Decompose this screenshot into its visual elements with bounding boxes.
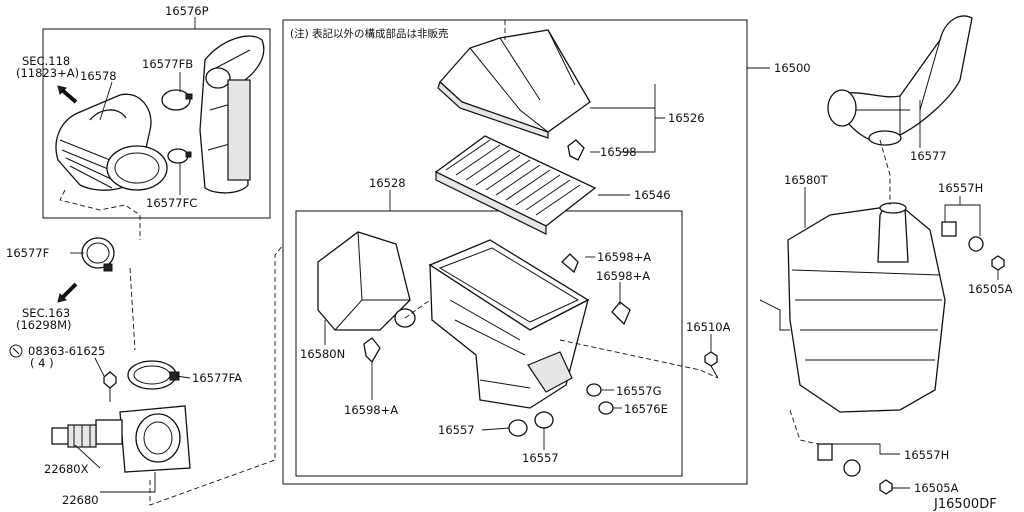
bolt-08363-61625[interactable]: [103, 371, 117, 402]
grommet-16557H-1[interactable]: [941, 221, 984, 252]
label-16598A-1: 16598+A: [597, 250, 651, 264]
label-08363-qty: ( 4 ): [30, 356, 54, 370]
upper-cover-16526[interactable]: [437, 29, 591, 139]
label-16528: 16528: [369, 176, 406, 190]
label-16576E: 16576E: [624, 402, 668, 416]
label-16598A-3: 16598+A: [344, 403, 398, 417]
resonator-16576P[interactable]: [199, 35, 265, 194]
lower-case-16528[interactable]: [428, 239, 590, 409]
label-16505A-1: 16505A: [968, 282, 1013, 296]
grommet-16557-1[interactable]: [508, 419, 528, 437]
label-16598: 16598: [600, 145, 637, 159]
label-16546: 16546: [634, 188, 671, 202]
sensor-22680X[interactable]: [51, 424, 97, 448]
clip-16598A-2[interactable]: [611, 301, 631, 326]
label-16577FA: 16577FA: [192, 371, 242, 385]
leader-lines: [70, 17, 999, 493]
resonator-16580N[interactable]: [317, 231, 416, 331]
label-16578: 16578: [80, 69, 117, 83]
label-16557G: 16557G: [616, 384, 662, 398]
label-16557H-2: 16557H: [904, 448, 949, 462]
grommet-16557G[interactable]: [586, 383, 602, 397]
dashed-connection-lines: [59, 20, 891, 506]
label-16557-2: 16557: [522, 451, 559, 465]
label-16580N: 16580N: [300, 347, 345, 361]
clip-16598A-3[interactable]: [363, 337, 381, 364]
clamp-16577F[interactable]: [81, 237, 115, 272]
frames: [42, 19, 748, 485]
label-sec118-ref: (11823+A): [16, 66, 79, 80]
label-16500: 16500: [774, 61, 811, 75]
label-16580T: 16580T: [784, 173, 829, 187]
clamp-16577FB[interactable]: [161, 89, 193, 111]
note-text: (注) 表記以外の構成部品は非販売: [290, 27, 449, 40]
bolt-16505A-1[interactable]: [991, 255, 1005, 271]
label-08363-61625: 08363-61625: [28, 344, 105, 358]
arrow-sec163-icon: [57, 282, 78, 303]
grommet-16557H-2[interactable]: [817, 443, 861, 477]
arrow-sec118-icon: [57, 85, 78, 104]
throttle-body-22680[interactable]: [95, 405, 191, 473]
label-16577: 16577: [910, 149, 947, 163]
label-16557H-1: 16557H: [938, 181, 983, 195]
label-sec163-ref: (16298M): [16, 318, 71, 332]
frame-16500: [282, 19, 748, 485]
label-sec163: SEC.163: [22, 306, 70, 320]
air-duct-16577[interactable]: [827, 15, 973, 146]
label-16557-1: 16557: [438, 423, 475, 437]
clamp-16577FC[interactable]: [167, 148, 192, 164]
label-22680X: 22680X: [44, 462, 89, 476]
grommet-16557-2[interactable]: [534, 411, 554, 429]
clip-16598[interactable]: [567, 139, 585, 161]
label-16577FB: 16577FB: [142, 57, 193, 71]
bolt-16505A-2[interactable]: [879, 479, 893, 495]
label-22680: 22680: [62, 493, 99, 507]
frame-16576P: [42, 28, 271, 219]
clip-16598A-1[interactable]: [561, 253, 579, 274]
frame-16528: [295, 210, 683, 477]
grommet-16576E[interactable]: [598, 401, 614, 415]
label-16577FC: 16577FC: [146, 196, 197, 210]
bolt-16510A[interactable]: [704, 351, 719, 379]
part-labels: 16576P 16577FB 16578 SEC.118 (11823+A) 1…: [6, 4, 1013, 512]
label-16576P: 16576P: [165, 4, 209, 18]
intake-duct-16578[interactable]: [55, 93, 168, 191]
label-16526: 16526: [668, 111, 705, 125]
diagram-code: J16500DF: [933, 497, 997, 512]
screw-symbol-icon: [9, 344, 23, 358]
label-16577F: 16577F: [6, 246, 49, 260]
label-16510A: 16510A: [686, 320, 731, 334]
resonator-16580T[interactable]: [759, 202, 946, 413]
label-16598A-2: 16598+A: [596, 269, 650, 283]
filter-element-16546[interactable]: [434, 135, 597, 235]
clamp-16577FA[interactable]: [127, 360, 180, 390]
label-16505A-2: 16505A: [914, 481, 959, 495]
label-sec118: SEC.118: [22, 54, 70, 68]
